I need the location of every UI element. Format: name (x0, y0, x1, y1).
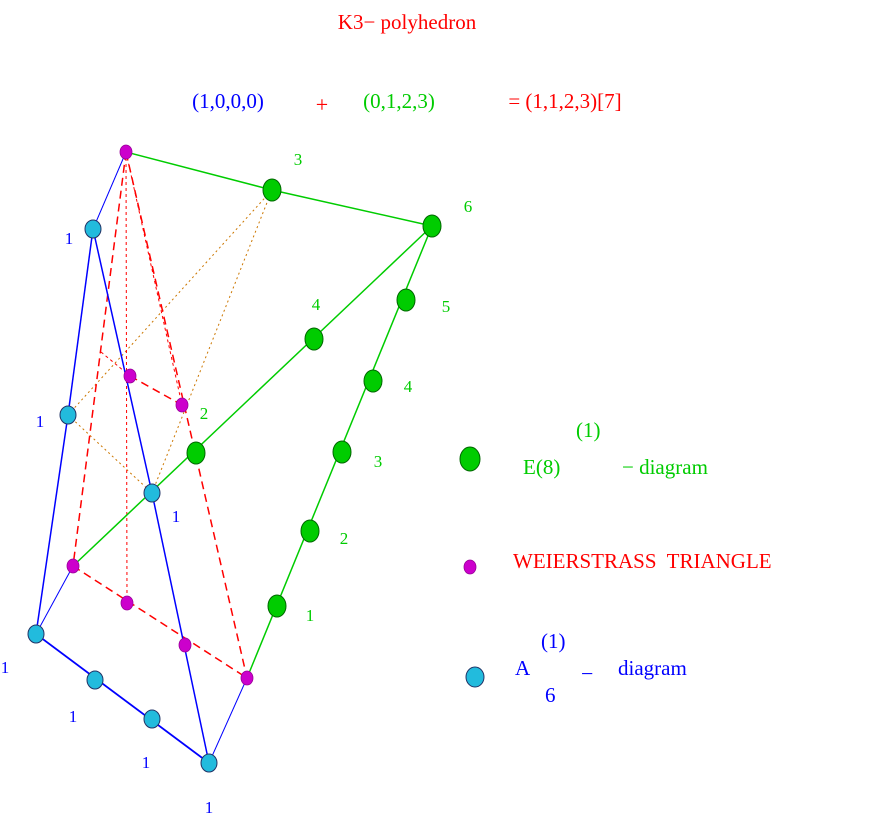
a6-edge (67, 228, 94, 416)
diagram-title: K3− polyhedron (338, 10, 477, 34)
equation-term-2: (0,1,2,3) (363, 89, 435, 113)
e8-legend-superscript: (1) (576, 418, 601, 442)
e8-label: 1 (306, 606, 315, 625)
e8-node (396, 288, 416, 312)
a6-edge (208, 677, 248, 764)
dotted-edges (67, 189, 273, 494)
e8-nodes (186, 178, 442, 618)
legend: E(8) (1) − diagram WEIERSTRASS TRIANGLE … (459, 418, 772, 707)
e8-label: 3 (374, 452, 383, 471)
a6-label: 1 (36, 412, 45, 431)
a6-label: 1 (142, 753, 151, 772)
weierstrass-edge (129, 375, 183, 406)
a6-legend-dash: − (581, 661, 593, 686)
a6-edge (35, 414, 69, 635)
weierstrass-node (123, 368, 137, 384)
a6-nodes (27, 219, 218, 773)
e8-legend-marker (459, 446, 481, 472)
a6-node (27, 624, 45, 644)
e8-node (422, 214, 442, 238)
a6-node (84, 219, 102, 239)
a6-node (200, 753, 218, 773)
a6-node (143, 483, 161, 503)
a6-legend-letter: A (515, 656, 531, 680)
e8-label: 5 (442, 297, 451, 316)
weierstrass-edge (72, 565, 248, 679)
a6-label: 1 (205, 798, 214, 817)
a6-edge (92, 228, 153, 494)
a6-node (143, 709, 161, 729)
e8-label: 4 (312, 295, 321, 314)
weierstrass-node (119, 144, 133, 160)
a6-edge (35, 565, 74, 635)
weierstrass-edges (72, 151, 248, 679)
e8-node (363, 369, 383, 393)
a6-edges (35, 151, 248, 764)
e8-node (267, 594, 287, 618)
a6-edge (35, 633, 210, 764)
a6-label: 1 (69, 707, 78, 726)
weierstrass-legend-marker (463, 559, 477, 575)
e8-node (332, 440, 352, 464)
e8-legend-suffix: − diagram (622, 455, 708, 479)
e8-node (304, 327, 324, 351)
e8-edge (72, 225, 433, 567)
weierstrass-edge (72, 151, 127, 567)
equation-term-1: (1,0,0,0) (192, 89, 264, 113)
a6-labels: 1 1 1 1 1 1 1 (1, 229, 214, 817)
a6-edge (92, 151, 127, 230)
a6-edge (151, 492, 210, 764)
a6-node (86, 670, 104, 690)
dotted-edge (151, 189, 273, 494)
a6-legend-suffix: diagram (618, 656, 687, 680)
weierstrass-node (178, 637, 192, 653)
a6-legend-marker (465, 666, 485, 688)
a6-node (59, 405, 77, 425)
e8-labels: 3 6 4 5 4 2 3 2 1 (200, 150, 473, 625)
weierstrass-edge (125, 151, 183, 406)
a6-legend-superscript: (1) (541, 629, 566, 653)
a6-label: 1 (1, 658, 10, 677)
a6-legend-subscript: 6 (545, 683, 556, 707)
e8-edge (125, 151, 273, 191)
weierstrass-node (240, 670, 254, 686)
weierstrass-legend-label: WEIERSTRASS TRIANGLE (513, 549, 772, 573)
e8-label: 6 (464, 197, 473, 216)
e8-node (300, 519, 320, 543)
e8-legend-name: E(8) (523, 455, 560, 479)
equation-result: = (1,1,2,3)[7] (508, 89, 621, 113)
e8-node (262, 178, 282, 202)
weierstrass-node (66, 558, 80, 574)
equation-plus: + (316, 92, 328, 117)
a6-label: 1 (172, 507, 181, 526)
e8-label: 2 (340, 529, 349, 548)
e8-label: 3 (294, 150, 303, 169)
weierstrass-edge (125, 151, 248, 679)
dotted-edge (67, 189, 273, 416)
a6-label: 1 (65, 229, 74, 248)
e8-label: 4 (404, 377, 413, 396)
weierstrass-nodes (66, 144, 254, 686)
e8-node (186, 441, 206, 465)
weierstrass-node (120, 595, 134, 611)
dotted-edge (67, 414, 153, 494)
e8-edge (271, 189, 433, 227)
weierstrass-node (175, 397, 189, 413)
e8-label: 2 (200, 404, 209, 423)
